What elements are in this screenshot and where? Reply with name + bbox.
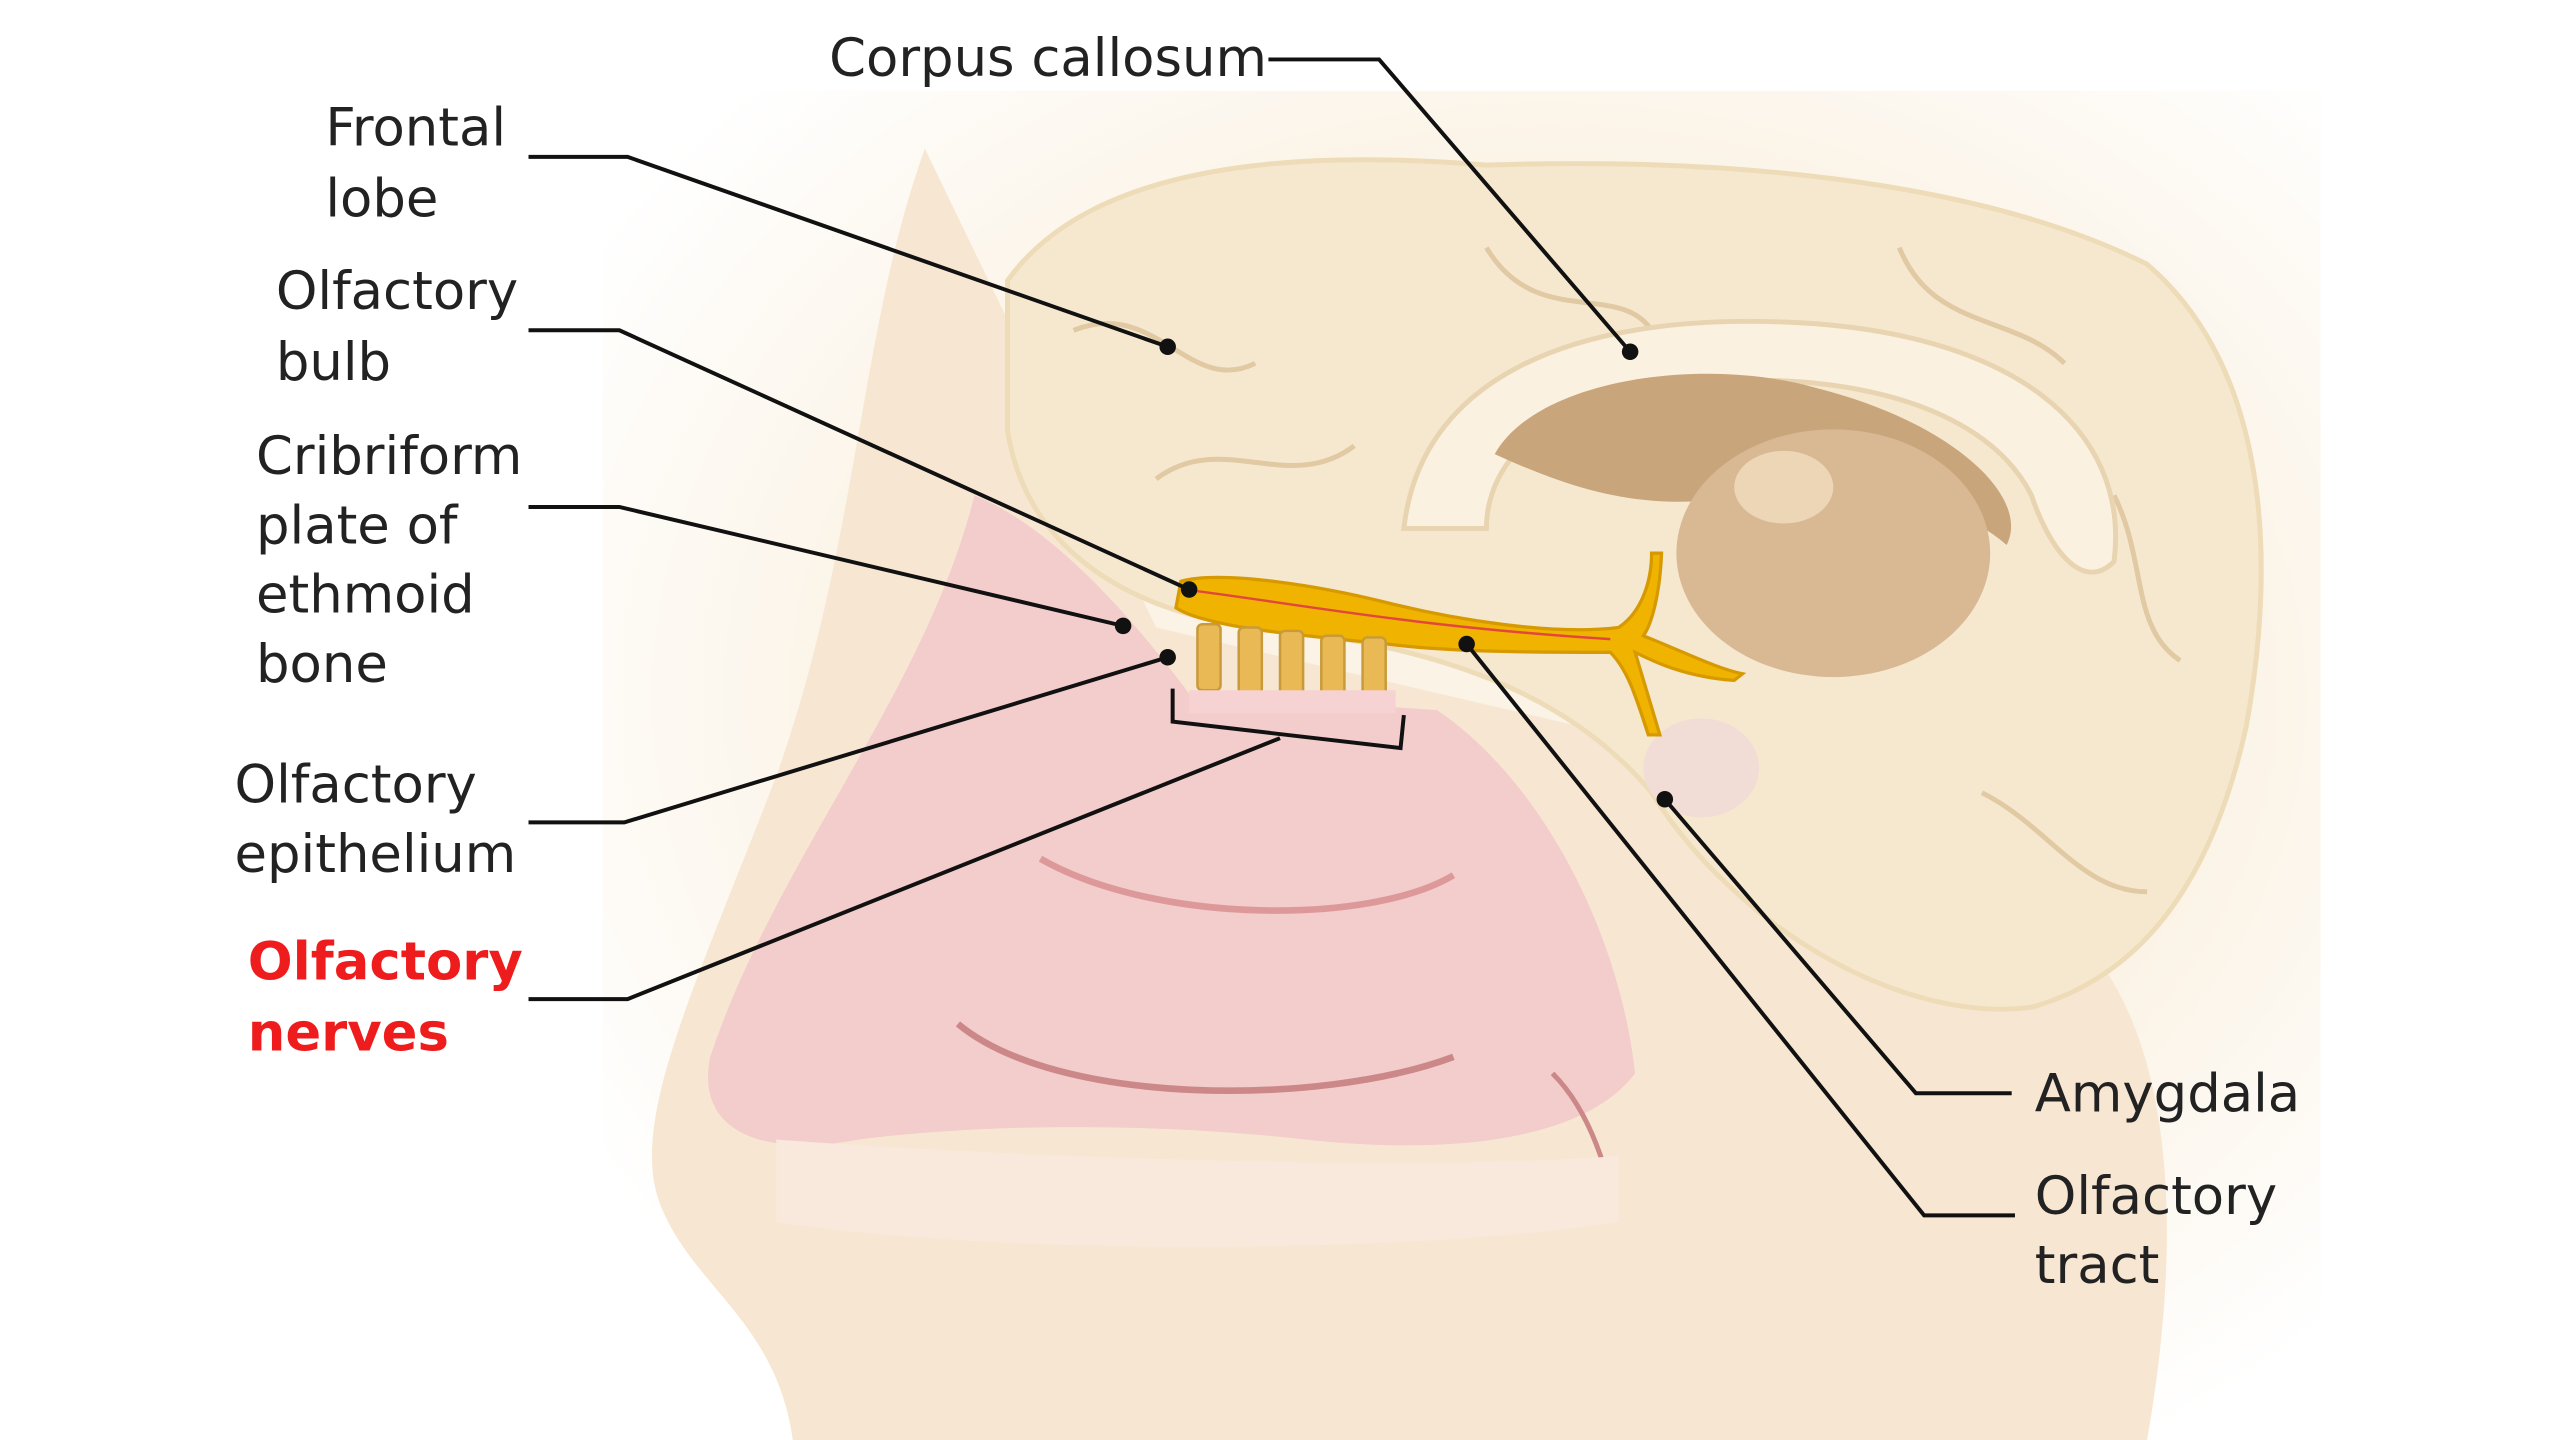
label-amygdala: Amygdala <box>2035 1063 2300 1124</box>
leader-lines <box>528 57 2015 1218</box>
nasal-cavity <box>708 495 1636 1146</box>
label-line: Olfactory <box>235 755 477 816</box>
label-line: Cribriform <box>256 426 522 487</box>
label-olfactory-epithelium: Olfactory epithelium <box>235 755 517 885</box>
label-cribriform-plate: Cribriform plate of ethmoid bone <box>256 426 522 695</box>
label-olfactory-tract: Olfactory tract <box>2035 1166 2277 1296</box>
label-line: bone <box>256 634 388 695</box>
label-line: bulb <box>276 332 391 393</box>
amygdala-shape <box>1643 718 1759 818</box>
label-olfactory-nerves: Olfactory nerves <box>248 931 523 1063</box>
label-frontal-lobe: Frontal lobe <box>325 97 506 229</box>
epithelium-bracket <box>1170 688 1406 751</box>
thalamus <box>1676 429 1991 678</box>
label-line: Frontal <box>325 97 506 158</box>
label-olfactory-bulb: Olfactory bulb <box>276 261 518 393</box>
label-line: plate of <box>256 495 459 556</box>
label-line: lobe <box>325 168 438 229</box>
label-line: epithelium <box>235 824 517 885</box>
head-illustration <box>602 90 2321 1440</box>
label-corpus-callosum: Corpus callosum <box>829 28 1267 89</box>
label-line: Olfactory <box>248 931 523 992</box>
label-line: Olfactory <box>276 261 518 322</box>
label-line: ethmoid <box>256 565 475 626</box>
label-line: nerves <box>248 1002 449 1063</box>
label-line: tract <box>2035 1235 2160 1296</box>
label-line: Olfactory <box>2035 1166 2277 1227</box>
